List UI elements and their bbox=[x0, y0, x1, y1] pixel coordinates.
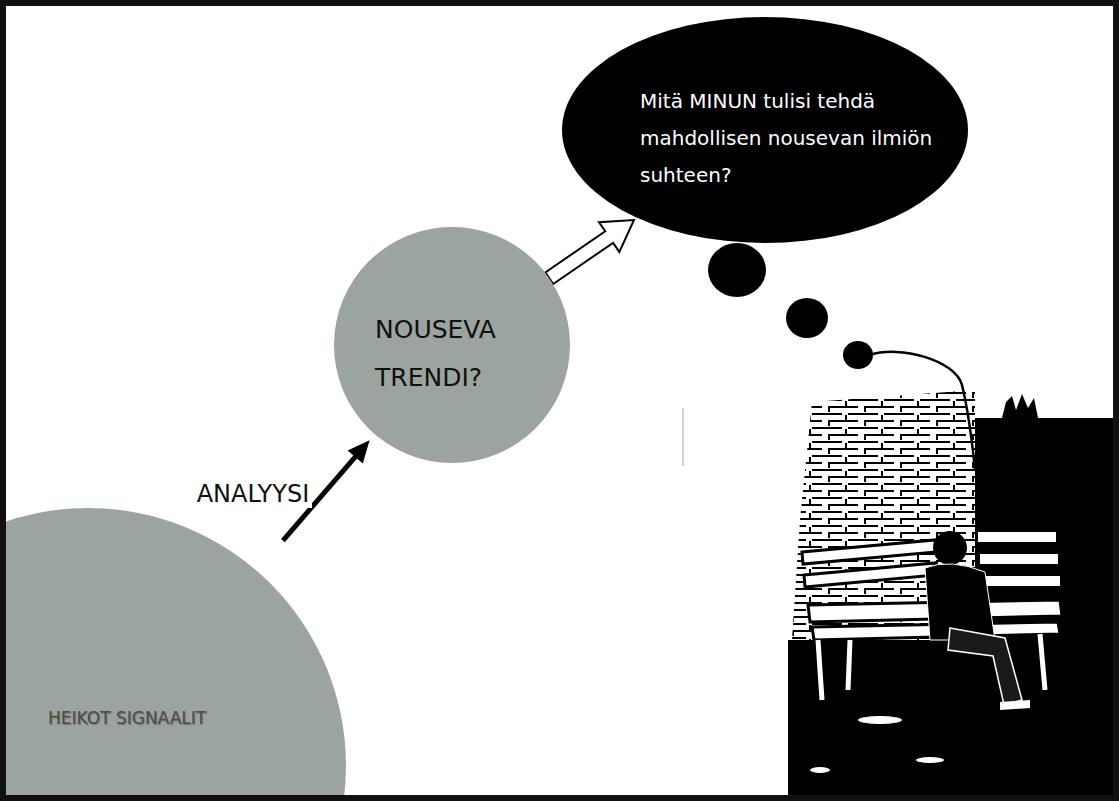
arrow-head bbox=[348, 440, 370, 463]
shape-outline bbox=[0, 508, 346, 801]
thought-dot bbox=[786, 298, 828, 338]
block-arrow-body bbox=[545, 220, 634, 284]
stray-line bbox=[682, 408, 684, 466]
bench-slat bbox=[978, 532, 1056, 542]
bench-slat bbox=[804, 563, 936, 587]
ground-speck bbox=[810, 767, 830, 773]
shape-fill bbox=[562, 17, 968, 243]
node-text: HEIKOT SIGNAALIT bbox=[48, 708, 298, 728]
person-head bbox=[933, 531, 967, 565]
ground-speck bbox=[858, 716, 902, 724]
bench-slat bbox=[802, 540, 936, 564]
ground-speck bbox=[916, 757, 944, 763]
shape-fill bbox=[0, 508, 346, 801]
person-shoe bbox=[1000, 700, 1030, 710]
trend-circle: NOUSEVA TRENDI? bbox=[334, 227, 570, 463]
person-legs bbox=[948, 628, 1022, 705]
dark-wall bbox=[975, 394, 1113, 795]
shape-fill bbox=[334, 227, 570, 463]
edge-label: ANALYYSI bbox=[194, 480, 313, 508]
node-text: NOUSEVA TRENDI? bbox=[375, 306, 535, 402]
thought-bubble: Mitä MINUN tulisi tehdä mahdollisen nous… bbox=[562, 17, 968, 243]
node-text: Mitä MINUN tulisi tehdä mahdollisen nous… bbox=[640, 83, 940, 194]
bench-slat bbox=[980, 554, 1058, 564]
block-arrow bbox=[545, 220, 634, 284]
cable bbox=[870, 352, 975, 470]
person-body bbox=[925, 564, 995, 640]
ground-shadow bbox=[788, 640, 975, 795]
signal-circle: HEIKOT SIGNAALIT bbox=[0, 508, 346, 801]
bench-slat bbox=[982, 576, 1060, 586]
thought-dot bbox=[843, 341, 873, 369]
thought-dot bbox=[708, 243, 766, 297]
shape-outline bbox=[334, 227, 570, 463]
